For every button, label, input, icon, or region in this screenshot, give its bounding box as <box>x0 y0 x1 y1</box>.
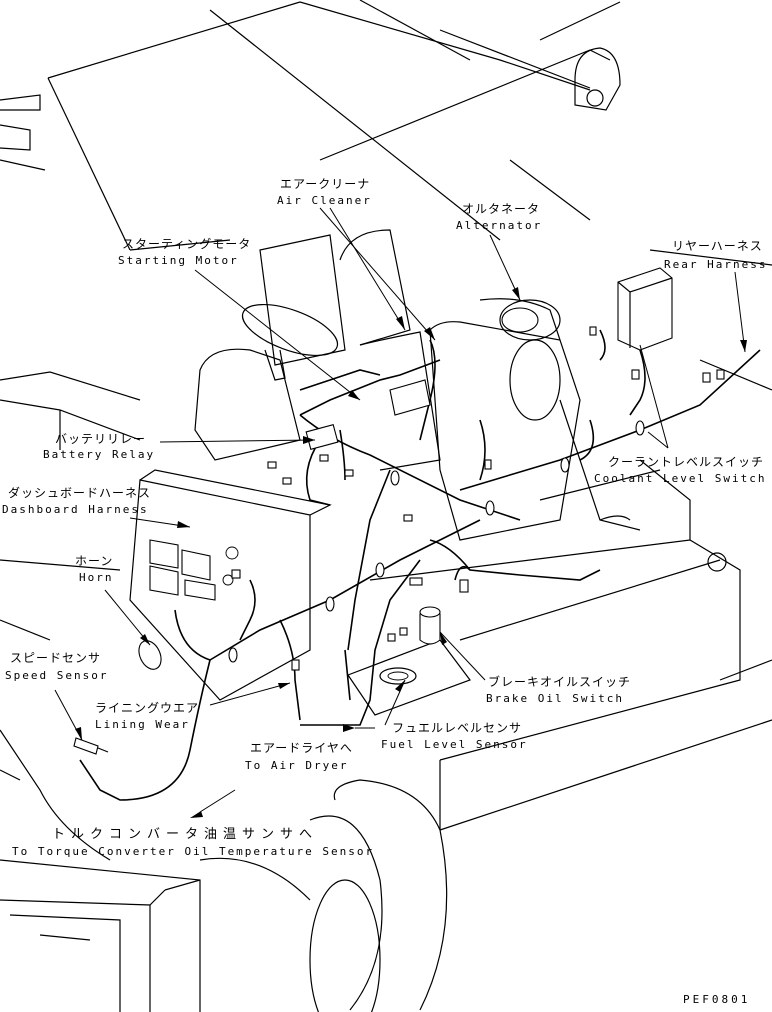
starting-motor-jp: スターティングモータ <box>122 237 251 251</box>
horn-en: Horn <box>79 571 114 584</box>
alternator-jp: オルタネータ <box>462 202 540 216</box>
label-dashboard-harness: ダッシュボードハーネス Dashboard Harness <box>2 485 151 516</box>
dashboard-harness-en: Dashboard Harness <box>2 503 149 516</box>
leader-arrow <box>740 340 747 352</box>
leader-arrow <box>396 316 405 330</box>
label-brake-oil-switch: ブレーキオイルスイッチ Brake Oil Switch <box>486 674 631 705</box>
label-horn: ホーン Horn <box>75 554 114 584</box>
horn-jp: ホーン <box>75 554 113 568</box>
leader-arrow <box>343 724 355 732</box>
label-coolant-level-switch: クーラントレベルスイッチ Coolant Level Switch <box>594 455 766 485</box>
label-to-air-dryer: エアードライヤへ To Air Dryer <box>245 741 353 772</box>
air-cleaner-en: Air Cleaner <box>277 194 372 207</box>
label-torque-converter: トルクコンバータ油温サンサへ To Torque Converter Oil T… <box>12 827 374 858</box>
rear-harness-en: Rear Harness <box>664 258 767 271</box>
leader-arrow <box>395 680 405 692</box>
leader-arrow <box>278 683 290 689</box>
alternator-en: Alternator <box>456 219 542 232</box>
torque-converter-en: To Torque Converter Oil Temperature Sens… <box>12 845 374 858</box>
torque-converter-jp: トルクコンバータ油温サンサへ <box>52 827 318 842</box>
label-air-cleaner: エアークリーナ Air Cleaner <box>277 177 372 207</box>
callout-labels: エアークリーナ Air Cleaner オルタネータ Alternator スタ… <box>2 177 767 1006</box>
rear-harness-jp: リヤーハーネス <box>672 239 763 253</box>
coolant-level-switch-jp: クーラントレベルスイッチ <box>608 455 764 469</box>
fuel-level-sensor-en: Fuel Level Sensor <box>381 738 528 751</box>
label-speed-sensor: スピードセンサ Speed Sensor <box>5 651 108 682</box>
starting-motor-en: Starting Motor <box>118 254 239 267</box>
leader-arrow <box>177 521 190 528</box>
lining-wear-en: Lining Wear <box>95 718 190 731</box>
brake-oil-switch-en: Brake Oil Switch <box>486 692 624 705</box>
leader-arrow <box>190 811 203 818</box>
drawing-code: PEF0801 <box>683 993 750 1006</box>
air-cleaner-jp: エアークリーナ <box>280 177 370 191</box>
leader-arrow <box>512 287 520 300</box>
speed-sensor-jp: スピードセンサ <box>10 651 101 665</box>
brake-oil-switch-jp: ブレーキオイルスイッチ <box>488 674 631 689</box>
coolant-level-switch-en: Coolant Level Switch <box>594 472 766 485</box>
air-dryer-jp: エアードライヤへ <box>250 741 353 755</box>
label-lining-wear: ライニングウエア Lining Wear <box>95 701 199 731</box>
leader-arrow <box>75 727 82 740</box>
label-battery-relay: バッテリリレー Battery Relay <box>43 432 155 461</box>
lining-wear-jp: ライニングウエア <box>95 701 199 715</box>
leader-arrow <box>424 327 435 340</box>
battery-relay-jp: バッテリリレー <box>55 432 146 446</box>
label-alternator: オルタネータ Alternator <box>456 202 542 232</box>
label-starting-motor: スターティングモータ Starting Motor <box>118 237 251 267</box>
leader-lines <box>54 207 747 818</box>
speed-sensor-en: Speed Sensor <box>5 669 108 682</box>
leader-arrow <box>348 390 360 400</box>
leader-arrow <box>303 436 315 444</box>
label-rear-harness: リヤーハーネス Rear Harness <box>664 239 767 271</box>
wiring-harness <box>79 307 761 801</box>
air-dryer-en: To Air Dryer <box>245 759 348 772</box>
label-fuel-level-sensor: フュエルレベルセンサ Fuel Level Sensor <box>381 721 528 751</box>
leader-arrow <box>440 632 447 645</box>
leader-arrow <box>140 634 150 645</box>
battery-relay-en: Battery Relay <box>43 448 155 461</box>
dashboard-harness-jp: ダッシュボードハーネス <box>8 485 151 500</box>
fuel-level-sensor-jp: フュエルレベルセンサ <box>392 721 522 735</box>
